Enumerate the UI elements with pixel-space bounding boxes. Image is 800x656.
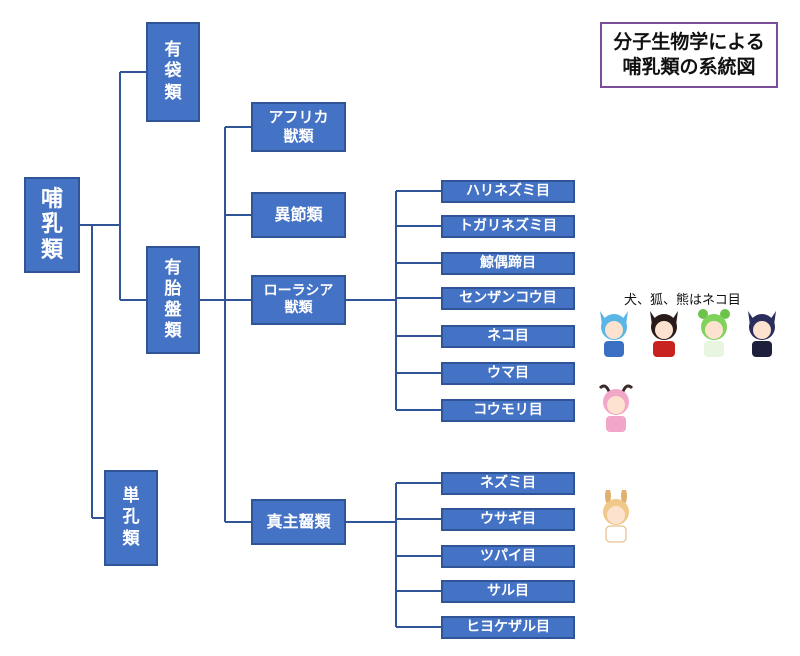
- node-laurasiatheria-line-1: ローラシア: [263, 282, 334, 299]
- order-lagomorpha: ウサギ目: [441, 508, 575, 531]
- order-label: ツパイ目: [480, 547, 536, 564]
- order-label: トガリネズミ目: [459, 217, 557, 234]
- character-illustration: [603, 490, 629, 543]
- node-afrotheria-line-2: 獣類: [283, 127, 314, 145]
- vertical-label-char: 袋: [164, 61, 182, 82]
- node-laurasiatheria-line-2: 獣類: [284, 300, 313, 316]
- diagram-title: 分子生物学による 哺乳類の系統図: [600, 22, 778, 88]
- order-label: ウサギ目: [480, 510, 536, 527]
- vertical-label-char: 盤: [164, 300, 182, 320]
- order-label: ウマ目: [487, 364, 529, 381]
- node-xenarthra-label: 異節類: [274, 205, 323, 224]
- vertical-label-char: 類: [164, 321, 182, 342]
- character-illustration: [748, 311, 776, 357]
- order-label: センザンコウ目: [459, 289, 557, 306]
- node-afrotheria-line-1: アフリカ: [268, 108, 329, 127]
- order-erinaceomorpha: ハリネズミ目: [441, 180, 575, 203]
- character-illustration: [650, 311, 678, 357]
- character-illustration: [598, 384, 634, 432]
- node-placentals-label: 有胎盤類: [165, 258, 182, 343]
- node-xenarthra: 異節類: [251, 192, 346, 238]
- node-euarchontoglires-label: 真主齧類: [266, 512, 331, 531]
- title-line-2: 哺乳類の系統図: [622, 56, 756, 78]
- node-laurasiatheria: ローラシア 獣類: [251, 275, 346, 325]
- order-dermoptera: ヒヨケザル目: [441, 616, 575, 639]
- vertical-label-char: 類: [122, 528, 140, 549]
- vertical-label-char: 乳: [40, 211, 63, 238]
- title-line-1: 分子生物学による: [613, 31, 765, 54]
- order-label: ハリネズミ目: [466, 182, 550, 199]
- vertical-label-char: 類: [40, 236, 63, 263]
- order-label: サル目: [487, 582, 529, 599]
- order-soricomorpha: トガリネズミ目: [441, 215, 575, 238]
- node-monotremes-label: 単孔類: [123, 486, 140, 550]
- node-mammals: 哺乳類: [24, 177, 80, 273]
- order-label: コウモリ目: [473, 401, 543, 418]
- order-chiroptera: コウモリ目: [441, 399, 575, 422]
- vertical-label-char: 有: [164, 257, 182, 278]
- node-monotremes: 単孔類: [104, 470, 158, 566]
- order-perissodactyla: ウマ目: [441, 362, 575, 385]
- vertical-label-char: 胎: [164, 278, 182, 299]
- order-pholidota: センザンコウ目: [441, 287, 575, 310]
- vertical-label-char: 単: [122, 486, 140, 507]
- node-mammals-label: 哺乳類: [40, 186, 63, 263]
- order-label: ネズミ目: [480, 474, 536, 491]
- node-placentals: 有胎盤類: [146, 246, 200, 354]
- character-illustration: [600, 311, 628, 357]
- carnivora-note: 犬、狐、熊はネコ目: [624, 293, 741, 308]
- character-illustration: [698, 309, 730, 357]
- node-marsupials: 有袋類: [146, 22, 200, 122]
- vertical-label-char: 哺: [40, 186, 63, 213]
- order-cetartiodactyla: 鯨偶蹄目: [441, 252, 575, 275]
- node-afrotheria: アフリカ 獣類: [251, 102, 346, 152]
- order-label: ヒヨケザル目: [466, 618, 550, 635]
- node-marsupials-label: 有袋類: [165, 40, 182, 104]
- order-carnivora: ネコ目: [441, 325, 575, 348]
- vertical-label-char: 類: [164, 82, 182, 103]
- order-label: ネコ目: [487, 327, 529, 344]
- vertical-label-char: 有: [164, 40, 182, 61]
- order-rodentia: ネズミ目: [441, 472, 575, 495]
- order-scandentia: ツパイ目: [441, 545, 575, 568]
- node-euarchontoglires: 真主齧類: [251, 499, 346, 545]
- order-primates: サル目: [441, 580, 575, 603]
- order-label: 鯨偶蹄目: [480, 254, 536, 271]
- vertical-label-char: 孔: [122, 507, 140, 528]
